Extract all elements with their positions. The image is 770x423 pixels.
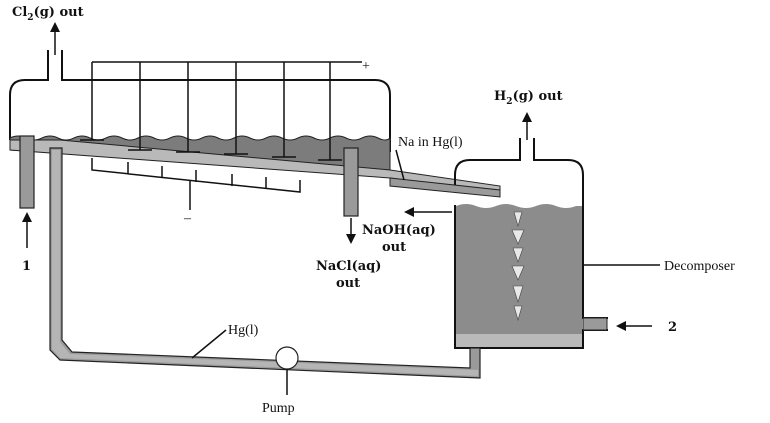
minus-terminal-label: –: [183, 211, 192, 226]
h2-out-label: H2(g) out: [494, 89, 563, 107]
inlet-1-arrow: 1: [22, 212, 32, 274]
cathode-plates: [91, 158, 301, 210]
na-in-hg-leader: [395, 149, 405, 181]
decomposer-label: Decomposer: [664, 259, 735, 274]
nacl-out-label-2: out: [336, 276, 360, 291]
inlet-2-pipe: [582, 317, 608, 331]
inlet-2-arrow: 2: [616, 320, 677, 335]
plus-terminal-label: +: [362, 59, 370, 74]
nacl-outlet: NaCl(aq) out: [316, 218, 381, 291]
bubble-stream: [511, 211, 525, 322]
cl2-outlet: Cl2(g) out: [12, 5, 84, 55]
na-hg-pipe: [389, 177, 501, 198]
mercury-flow: [9, 139, 501, 193]
naoh-out-label-1: NaOH(aq): [362, 223, 436, 238]
pump-icon: [275, 346, 299, 370]
decomposer: [454, 138, 608, 349]
inlet-pipe-1: [19, 135, 35, 209]
decomposer-mercury: [456, 334, 582, 347]
pump: Pump: [262, 346, 299, 416]
anode-assembly: [80, 61, 362, 161]
hg-leader: [191, 329, 227, 359]
nacl-outlet-pipe: [343, 147, 359, 217]
inlet-2-label: 2: [668, 320, 677, 335]
naoh-outlet: NaOH(aq) out: [362, 207, 452, 255]
na-in-hg-label: Na in Hg(l): [398, 135, 463, 150]
h2-outlet: H2(g) out: [494, 89, 563, 140]
pump-label: Pump: [262, 401, 295, 416]
inlet-1-label: 1: [22, 259, 31, 274]
hg-label: Hg(l): [228, 323, 259, 338]
nacl-out-label-1: NaCl(aq): [316, 259, 381, 274]
cl2-out-label: Cl2(g) out: [12, 5, 84, 23]
electrolysis-cell: + –: [9, 50, 501, 226]
naoh-out-label-2: out: [382, 240, 406, 255]
cell-wall: [9, 50, 391, 152]
